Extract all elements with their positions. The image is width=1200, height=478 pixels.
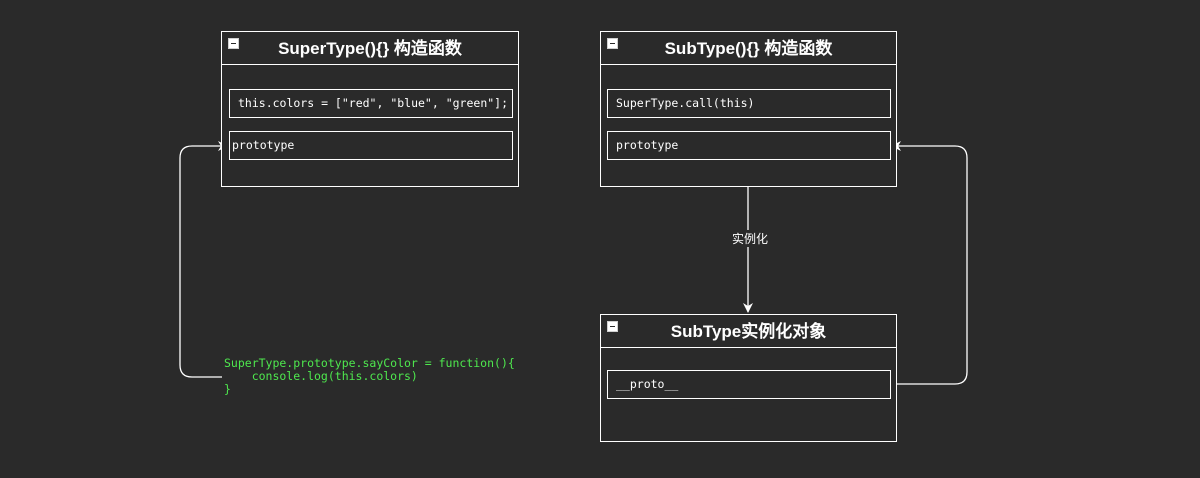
code-line: SuperType.prototype.sayColor = function(… <box>224 356 515 370</box>
collapse-icon[interactable] <box>607 38 618 49</box>
supertype-title: SuperType(){} 构造函数 <box>278 39 462 58</box>
code-line: } <box>224 382 231 396</box>
instance-title: SubType实例化对象 <box>670 322 827 341</box>
edge-code-to-supertype-prototype <box>179 141 228 378</box>
subtype-field-super-call[interactable]: SuperType.call(this) <box>607 89 891 118</box>
supertype-field-prototype[interactable]: prototype <box>229 131 513 160</box>
collapse-icon[interactable] <box>607 321 618 332</box>
instance-field-proto[interactable]: __proto__ <box>607 370 891 399</box>
code-note[interactable]: SuperType.prototype.sayColor = function(… <box>224 357 515 396</box>
edge-proto-to-subtype-prototype <box>890 141 968 385</box>
subtype-constructor-box[interactable]: SubType(){} 构造函数 SuperType.call(this) pr… <box>600 31 897 187</box>
code-line: console.log(this.colors) <box>224 369 418 383</box>
subtype-field-prototype[interactable]: prototype <box>607 131 891 160</box>
supertype-field-colors[interactable]: this.colors = ["red", "blue", "green"]; <box>229 89 513 118</box>
subtype-title: SubType(){} 构造函数 <box>664 39 833 58</box>
supertype-constructor-box[interactable]: SuperType(){} 构造函数 this.colors = ["red",… <box>221 31 519 187</box>
edge-label-instantiate: 实例化 <box>728 230 773 247</box>
collapse-icon[interactable] <box>228 38 239 49</box>
supertype-header: SuperType(){} 构造函数 <box>222 32 518 65</box>
subtype-instance-box[interactable]: SubType实例化对象 __proto__ <box>600 314 897 442</box>
instance-header: SubType实例化对象 <box>601 315 896 348</box>
subtype-header: SubType(){} 构造函数 <box>601 32 896 65</box>
